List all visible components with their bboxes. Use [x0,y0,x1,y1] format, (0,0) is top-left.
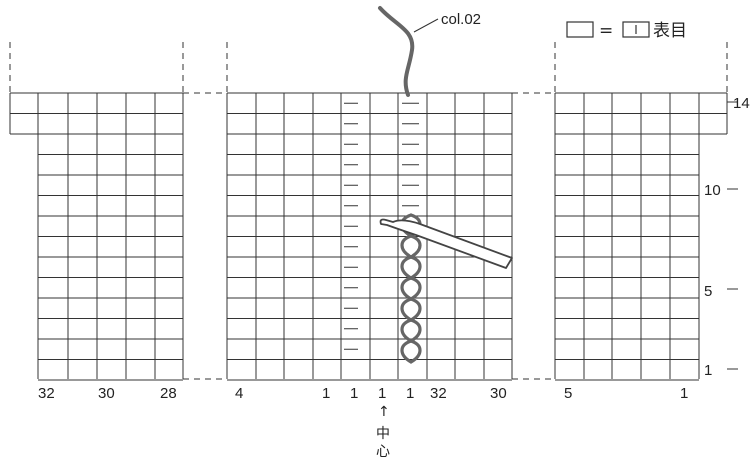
col-label-1-c: 1 [378,385,386,402]
dashed-guides [9,42,728,380]
row-number-1: 1 [704,362,712,379]
center-char-1: 中 [376,426,390,442]
row-number-5: 5 [704,283,712,300]
col-label-1-a: 1 [322,385,330,402]
purl-column-right [402,102,419,207]
chain-loop [400,234,422,259]
yarn-strand [378,6,415,97]
yarn-label-leader [413,18,439,33]
center-arrow-icon: ↑ [378,404,390,420]
col-label-30-left: 30 [98,385,115,402]
legend-symbol-text: 表目 [653,21,687,41]
chain-loop [400,339,422,364]
chain-loop [400,255,422,280]
chain-loop [400,297,422,322]
col-label-1-e: 1 [680,385,688,402]
col-label-5: 5 [564,385,572,402]
left-panel-grid [9,92,184,381]
row-number-10: 10 [704,182,721,199]
center-char-2: 心 [376,444,390,460]
legend-equals: = [599,21,613,41]
row-number-14: 14 [733,95,750,112]
col-label-1-d: 1 [406,385,414,402]
col-label-32-right: 32 [430,385,447,402]
row-number-ticks [727,101,738,370]
crochet-hook [379,218,513,269]
chain-loop [400,276,422,301]
col-label-4: 4 [235,385,243,402]
col-label-30-right: 30 [490,385,507,402]
chain-stitch [400,213,422,364]
legend-knit-cell [622,21,650,38]
col-label-28-left: 28 [160,385,177,402]
chain-loop [400,318,422,343]
legend-empty-cell [566,21,594,38]
yarn-label: col.02 [441,11,481,28]
purl-column-left [344,102,358,350]
legend: = 表目 [566,21,687,41]
right-panel-grid [554,92,728,381]
col-label-1-b: 1 [350,385,358,402]
center-panel-grid [226,92,513,381]
col-label-32-left: 32 [38,385,55,402]
